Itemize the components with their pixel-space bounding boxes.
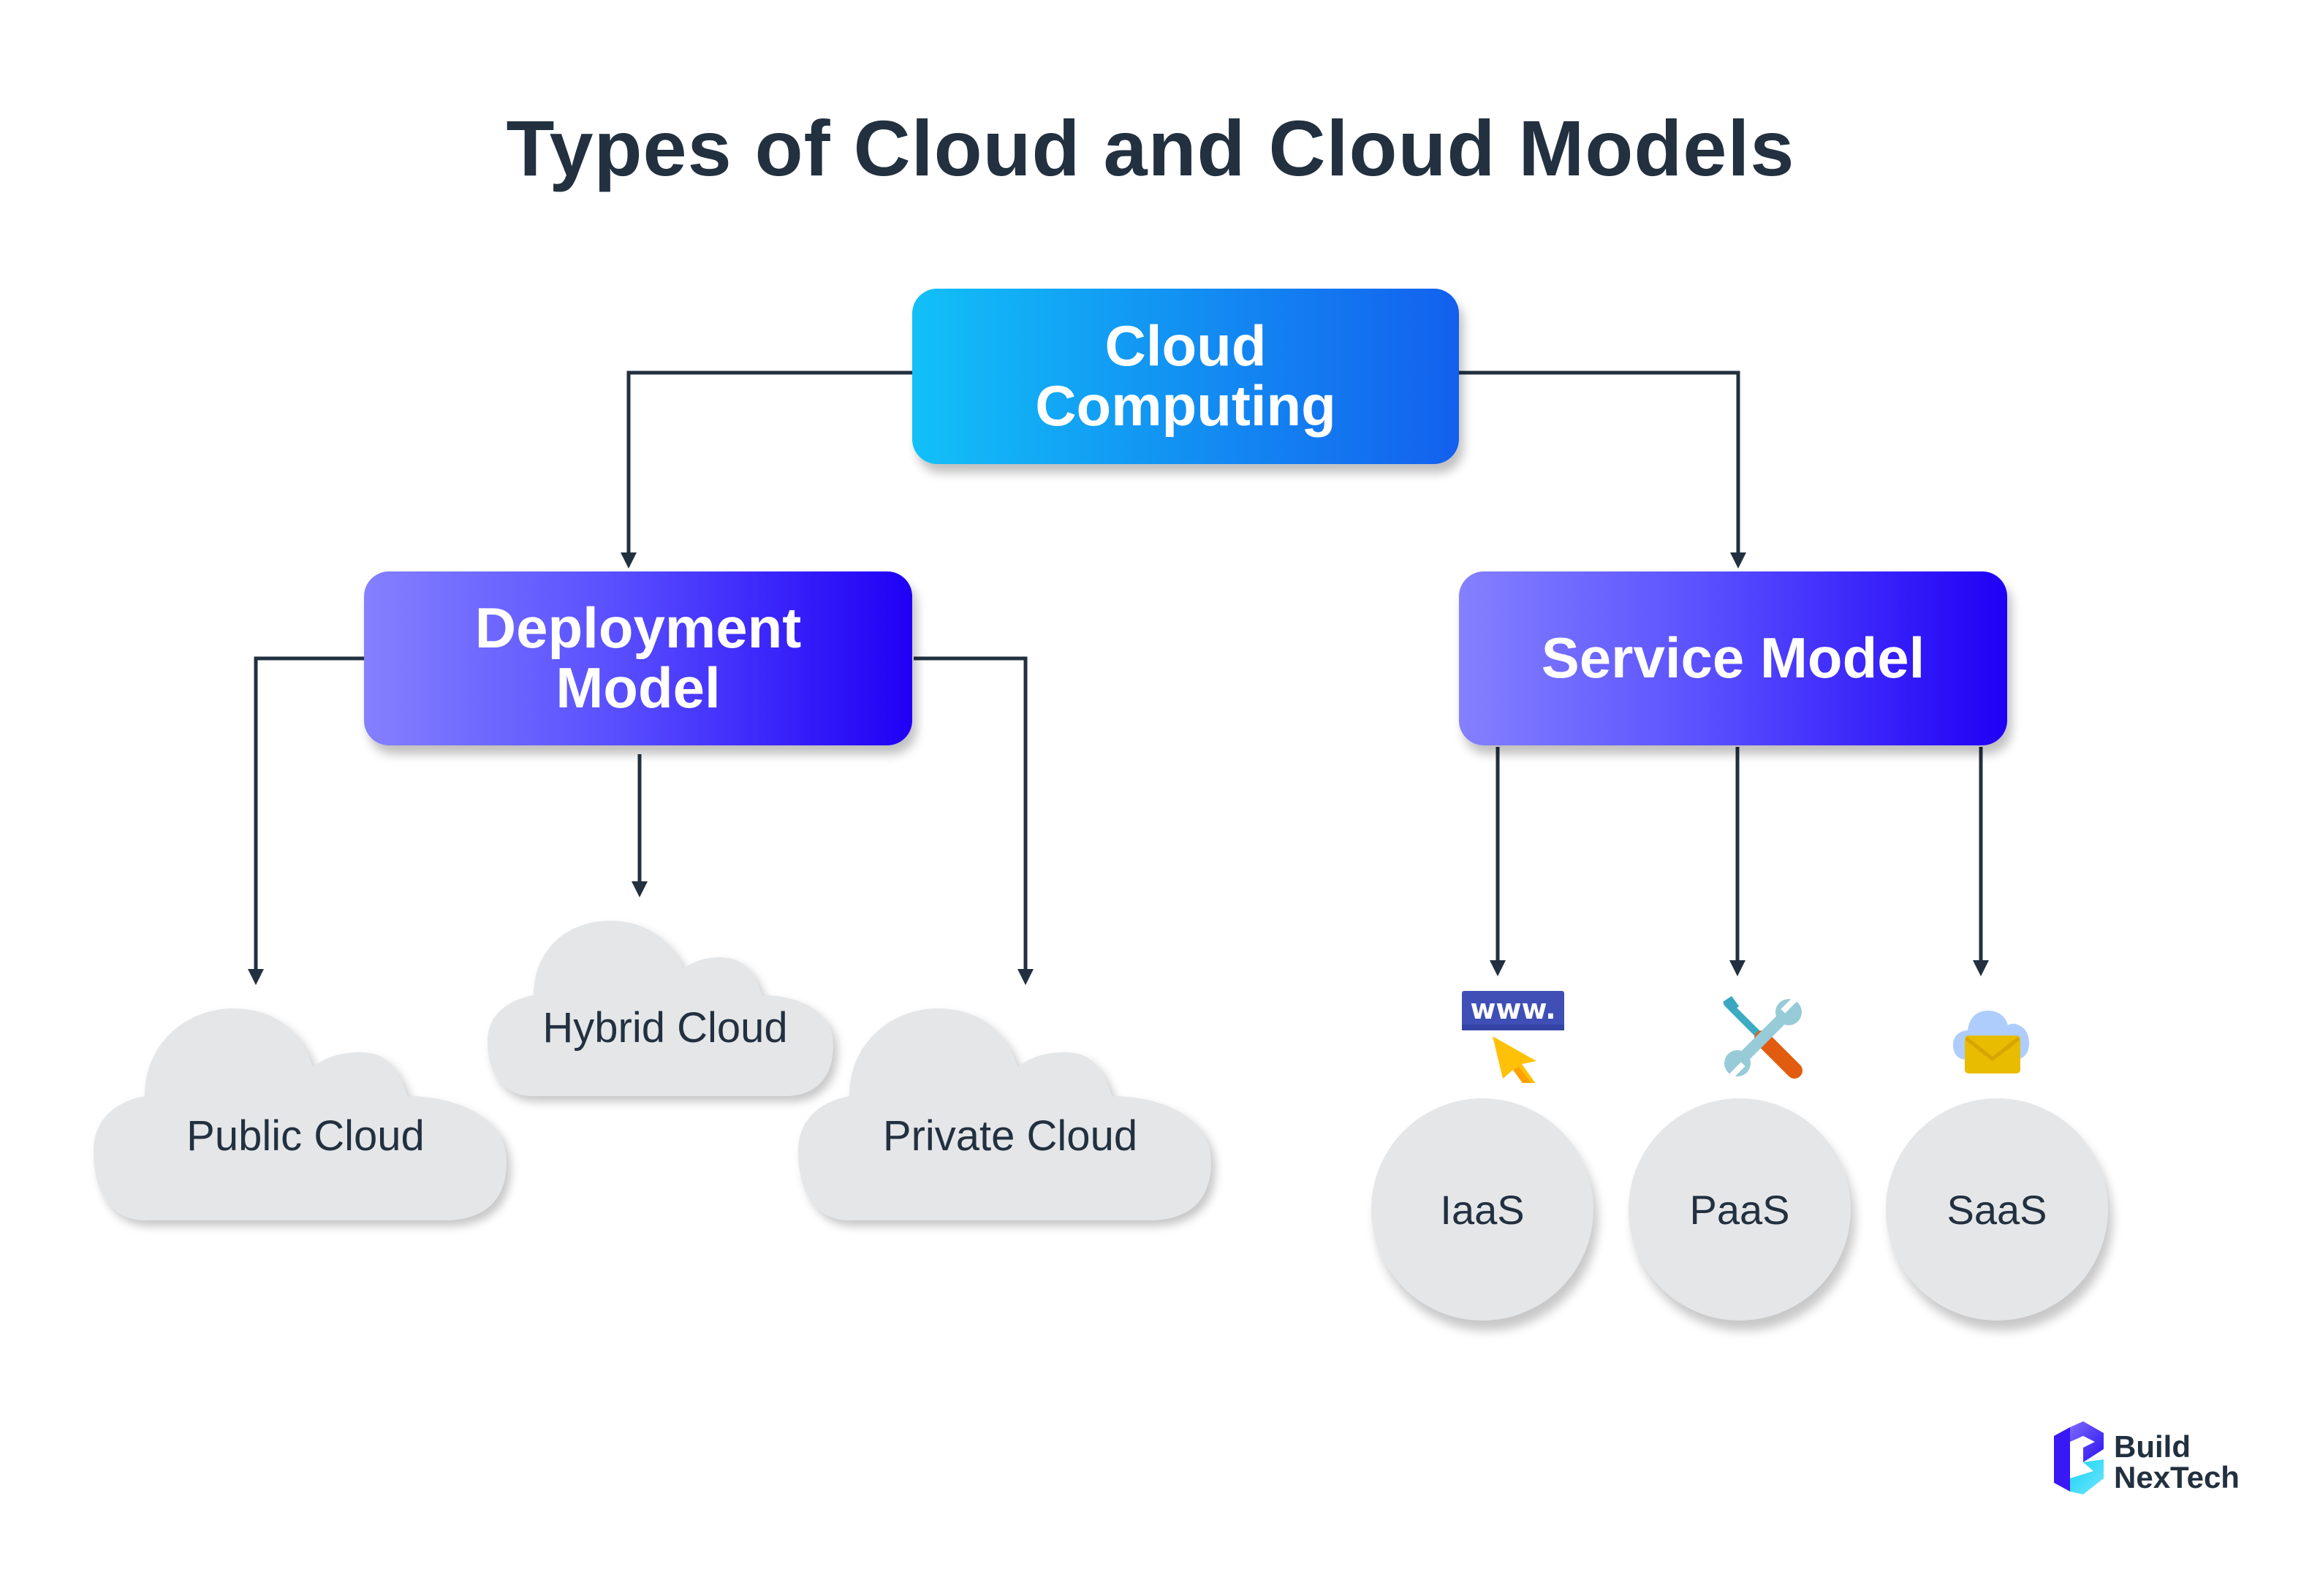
- arrowhead: [632, 881, 648, 897]
- logo-text-line1: Build: [2114, 1429, 2191, 1464]
- cloud-mail-icon: [1953, 1011, 2029, 1074]
- saas-circle: SaaS: [1886, 1098, 2108, 1320]
- arrowhead: [1973, 960, 1989, 976]
- cloud-computing-node: Cloud Computing: [912, 289, 1459, 464]
- cloud-shape-icon: [94, 1008, 507, 1220]
- hybrid-cloud-label: Hybrid Cloud: [542, 1004, 788, 1052]
- cloud-shape-icon: [798, 1008, 1211, 1220]
- connector-deployment-to-private: [914, 656, 1028, 972]
- paas-label: PaaS: [1689, 1186, 1790, 1233]
- tools-icon: [1723, 996, 1802, 1079]
- buildnextech-logo: Build NexTech: [2054, 1421, 2266, 1509]
- arrowhead: [1490, 960, 1506, 976]
- service-model-node: Service Model: [1459, 571, 2007, 745]
- public-cloud-label: Public Cloud: [186, 1112, 425, 1160]
- public-cloud: Public Cloud: [94, 1005, 518, 1224]
- connector-root-to-service: [1459, 370, 1740, 554]
- iaas-label: IaaS: [1440, 1186, 1525, 1233]
- saas-label: SaaS: [1946, 1186, 2047, 1233]
- cloud-shape-icon: [488, 921, 833, 1096]
- arrowhead: [1729, 960, 1745, 976]
- svg-text:www.: www.: [1470, 993, 1555, 1025]
- connector-deployment-to-public: [254, 656, 364, 972]
- hybrid-cloud: Hybrid Cloud: [486, 917, 844, 1100]
- arrowhead: [1017, 969, 1034, 985]
- arrowhead: [1730, 552, 1746, 569]
- logo-text-line2: NexTech: [2114, 1460, 2240, 1494]
- iaas-circle: IaaS: [1371, 1098, 1593, 1320]
- deployment-model-label-line1: Deployment: [474, 596, 802, 661]
- logo-mark-icon: [2054, 1421, 2104, 1494]
- www-cursor-icon: www.: [1462, 991, 1564, 1083]
- private-cloud-label: Private Cloud: [882, 1112, 1138, 1160]
- cloud-computing-label-line2: Computing: [1035, 373, 1336, 438]
- paas-circle: PaaS: [1629, 1098, 1851, 1320]
- cloud-computing-label-line1: Cloud: [1104, 314, 1267, 379]
- arrowhead: [248, 969, 264, 985]
- page-title: Types of Cloud and Cloud Models: [506, 104, 1795, 192]
- arrowhead: [621, 552, 637, 569]
- deployment-model-label-line2: Model: [556, 656, 721, 720]
- deployment-model-node: Deployment Model: [364, 571, 912, 745]
- connector-root-to-deployment: [626, 370, 912, 554]
- private-cloud: Private Cloud: [798, 1005, 1222, 1224]
- service-model-label: Service Model: [1541, 626, 1925, 691]
